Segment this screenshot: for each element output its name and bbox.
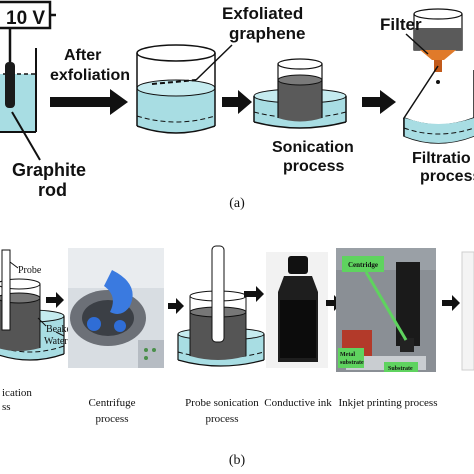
conductive-ink-label: Conductive ink bbox=[264, 397, 332, 409]
filter-funnel bbox=[420, 50, 456, 60]
sonication-label-1: Sonication bbox=[272, 139, 354, 156]
centrifuge-label-2: process bbox=[96, 413, 129, 425]
graphite-rod-label-1: Graphite bbox=[12, 160, 86, 180]
probe-rod bbox=[1, 249, 11, 331]
water-label: Water bbox=[44, 336, 68, 347]
panel-b: Probe Beaker Water ication ss Centrifuge… bbox=[0, 245, 474, 468]
arrow-b5 bbox=[442, 295, 460, 311]
electrolysis-beaker bbox=[0, 48, 41, 161]
arrow-b3 bbox=[244, 286, 264, 302]
exfoliated-graphene-label-2: graphene bbox=[229, 24, 306, 43]
inkjet-label: Inkjet printing process bbox=[339, 397, 438, 409]
probe-sonication-label-1: Probe sonication bbox=[185, 397, 259, 409]
panel-a: 10 V Graphite rod After exfoliation bbox=[0, 0, 474, 211]
power-source: 10 V bbox=[0, 0, 56, 62]
filtration-label-2: process bbox=[420, 168, 474, 185]
sonication-label-2: process bbox=[283, 158, 344, 175]
arrow-to-sonication bbox=[222, 90, 252, 114]
filtration-label-1: Filtratio bbox=[412, 150, 471, 167]
filtration-setup bbox=[402, 8, 474, 144]
conductive-ink-photo bbox=[266, 252, 328, 368]
graphene-pointer bbox=[195, 44, 233, 81]
centrifuge-photo bbox=[68, 248, 164, 368]
sonication-bath bbox=[253, 58, 347, 129]
probe-sonication-diagram bbox=[177, 245, 265, 367]
arrow-to-filtration bbox=[362, 90, 396, 114]
inkjet-printer-photo bbox=[336, 248, 436, 372]
after-exfoliation-label-1: After bbox=[64, 47, 101, 64]
filter-pointer bbox=[405, 33, 429, 55]
caption-a: (a) bbox=[229, 196, 245, 211]
exfoliated-graphene-label-1: Exfoliated bbox=[222, 4, 303, 23]
next-step-photo-edge bbox=[461, 251, 474, 371]
probe-label: Probe bbox=[18, 265, 42, 276]
photo-metal-label-2: substrate bbox=[340, 360, 364, 366]
step1-diagram bbox=[0, 249, 65, 361]
exfoliated-graphene-beaker bbox=[136, 44, 233, 134]
probe-rod-2 bbox=[211, 245, 225, 343]
substrate-tag bbox=[384, 362, 418, 372]
centrifuge-label-1: Centrifuge bbox=[88, 397, 135, 409]
arrow-b2 bbox=[168, 298, 184, 314]
arrow-b1 bbox=[46, 292, 64, 308]
arrow-after-exfoliation bbox=[50, 89, 128, 115]
step1-label-1: ication bbox=[2, 387, 32, 399]
beaker-label: Beaker bbox=[46, 324, 75, 335]
centridge-pointer bbox=[364, 271, 408, 341]
voltage-label: 10 V bbox=[6, 8, 45, 29]
probe-sonication-label-2: process bbox=[206, 413, 239, 425]
metal-substrate-tag bbox=[338, 348, 364, 368]
caption-b: (b) bbox=[229, 453, 246, 468]
step1-label-2: ss bbox=[2, 401, 11, 413]
photo-centridge-label: Centridge bbox=[348, 261, 378, 269]
photo-metal-label-1: Metal bbox=[340, 352, 355, 358]
photo-substrate-label: Substrate bbox=[388, 366, 413, 372]
after-exfoliation-label-2: exfoliation bbox=[50, 67, 130, 84]
filter-label: Filter bbox=[380, 15, 422, 34]
graphene-flakes bbox=[151, 79, 197, 85]
graphite-rod-label-2: rod bbox=[38, 180, 67, 200]
graphite-rod bbox=[5, 62, 15, 108]
graphite-rod-pointer bbox=[11, 111, 41, 161]
centridge-tag bbox=[342, 256, 384, 272]
